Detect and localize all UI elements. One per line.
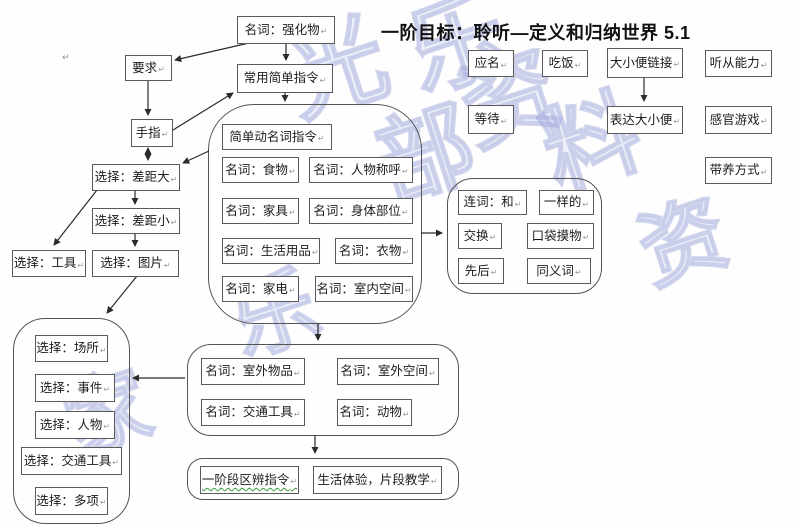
node-choose-multiple: 选择：多项 [35,487,108,515]
node-finger-point: 手指 [131,119,173,147]
node-sensory-games: 感官游戏 [705,106,772,134]
node-common-simple-commands: 常用简单指令 [237,64,333,93]
node-before-after: 先后 [458,258,504,284]
node-request: 要求 [125,55,172,81]
node-listening-skills: 听从能力 [705,50,772,77]
conjunction-group-container [447,178,602,294]
page-title: 一阶目标：聆听—定义和归纳世界 5.1 [381,23,691,43]
node-noun-outdoor-spaces: 名词：室外空间 [337,358,439,385]
node-simple-verb-noun-commands: 简单动名词指令 [222,124,332,150]
node-noun-person-titles: 名词：人物称呼 [309,157,413,183]
node-the-same: 一样的 [539,190,594,215]
node-choose-tools: 选择：工具 [12,250,86,277]
node-noun-food: 名词：食物 [222,157,299,183]
node-noun-transport: 名词：交通工具 [201,399,305,426]
paragraph-return-mark: ↵ [62,52,70,62]
node-respond-to-name: 应名 [468,50,514,77]
node-noun-furniture: 名词：家具 [222,198,299,224]
node-noun-outdoor-items: 名词：室外物品 [201,358,305,385]
node-noun-reinforcer: 名词：强化物 [237,16,335,44]
node-noun-daily-items: 名词：生活用品 [222,238,320,264]
node-conjunction-and: 连词：和 [458,190,527,215]
node-choose-places: 选择：场所 [35,335,108,362]
node-waiting: 等待 [468,105,514,134]
node-noun-clothing: 名词：衣物 [335,238,413,264]
node-synonyms: 同义词 [527,258,591,284]
center-noun-group-container [208,104,422,324]
node-stage1-discrimination-commands: 一阶段区辨指令 [200,466,299,494]
node-choose-large-gap: 选择：差距大 [92,164,180,191]
node-choose-events: 选择：事件 [35,374,115,402]
node-noun-indoor-spaces: 名词：室内空间 [315,276,413,302]
outdoor-noun-group-container [187,344,459,436]
node-choose-transport: 选择：交通工具 [21,447,122,475]
left-choice-group-container [13,318,130,524]
node-caregiving-style: 带养方式 [705,157,772,184]
node-express-toileting: 表达大小便 [607,106,683,134]
node-pocket-touch: 口袋摸物 [527,223,594,249]
node-life-experience-segment-teaching: 生活体验，片段教学 [313,466,442,494]
node-choose-pictures: 选择：图片 [92,250,179,277]
node-choose-small-gap: 选择：差距小 [92,208,180,234]
node-choose-people: 选择：人物 [35,411,115,439]
node-noun-animals: 名词：动物 [337,399,412,426]
node-toilet-chaining: 大小便链接 [607,48,683,78]
node-exchange: 交换 [458,223,502,249]
bottom-instruction-group-container [187,458,459,500]
node-eating: 吃饭 [542,50,588,77]
node-noun-appliances: 名词：家电 [222,276,299,302]
node-noun-body-parts: 名词：身体部位 [309,198,413,224]
